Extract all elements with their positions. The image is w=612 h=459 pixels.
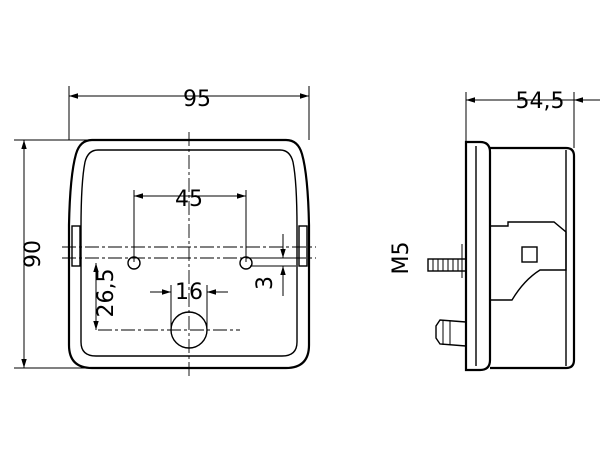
dim-center-hole-diameter: 16 xyxy=(175,280,203,305)
front-view: 95 90 45 16 3 26,5 xyxy=(14,86,316,378)
dim-hole-height: 26,5 xyxy=(94,269,119,318)
dim-hole-spacing: 45 xyxy=(175,187,203,212)
front-housing-outer xyxy=(67,138,311,370)
center-cable-hole xyxy=(170,311,208,349)
side-grommet xyxy=(435,319,467,347)
side-view: M5 54,5 xyxy=(389,89,600,372)
side-flange xyxy=(464,140,492,372)
left-clip xyxy=(71,225,81,267)
right-clip xyxy=(298,225,308,267)
dim-hole-offset: 3 xyxy=(253,276,278,290)
dim-depth: 54,5 xyxy=(516,89,565,114)
m5-stud xyxy=(427,258,467,272)
dim-overall-height: 90 xyxy=(21,240,46,268)
thread-label: M5 xyxy=(389,242,414,275)
front-lens-inner xyxy=(80,149,298,357)
side-bracket xyxy=(490,221,567,301)
dim-overall-width: 95 xyxy=(183,87,211,112)
bracket-slot xyxy=(521,246,538,263)
side-body xyxy=(490,146,576,370)
